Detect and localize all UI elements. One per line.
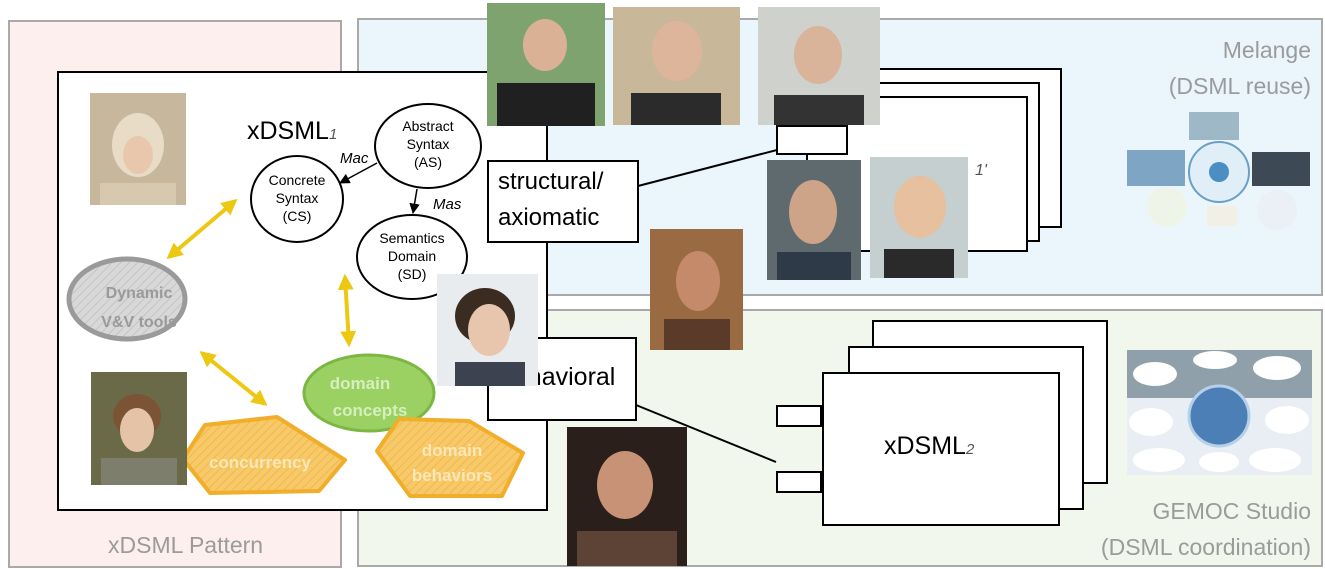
- person-photo-3: [437, 274, 538, 386]
- semantics-domain-label-3: (SD): [398, 266, 427, 282]
- domain-concepts-label-1: domain: [330, 374, 390, 393]
- person-photo-2: [91, 372, 187, 485]
- concurrency-label: concurrency: [209, 453, 312, 472]
- gemoc-studio-collage-icon: [1127, 350, 1312, 475]
- abstract-syntax-label-1: Abstract: [402, 118, 453, 134]
- melange-region-label-2: (DSML reuse): [1168, 73, 1311, 99]
- domain-concepts-label-2: concepts: [333, 401, 408, 420]
- domain-behaviors-node: [375, 417, 525, 498]
- mas-label: Mas: [433, 196, 462, 213]
- person-photo-6: [758, 7, 880, 125]
- concrete-syntax-label-2: Syntax: [276, 190, 319, 206]
- person-photo-8: [870, 157, 968, 278]
- structural-axiomatic-callout: [487, 160, 639, 243]
- concrete-syntax-label-1: Concrete: [269, 172, 326, 188]
- melange-region-label-1: Melange: [1222, 37, 1311, 63]
- concrete-syntax-label-3: (CS): [283, 208, 312, 224]
- mas-arrow: [409, 188, 420, 215]
- yellow-arrow-cs-tools: [166, 198, 238, 260]
- person-photo-4: [487, 3, 605, 126]
- yellow-arrow-tools-concurrency: [199, 350, 268, 407]
- semantics-domain-label-2: Domain: [388, 248, 436, 264]
- mac-arrow: [339, 162, 378, 184]
- yellow-arrow-sd-concepts: [337, 273, 357, 348]
- pattern-title: xDSML1: [247, 117, 337, 145]
- abstract-syntax-node: [374, 103, 482, 189]
- abstract-syntax-label-2: Syntax: [407, 136, 450, 152]
- melange-port: [776, 125, 848, 155]
- pattern-region-label: xDSML Pattern: [108, 532, 264, 558]
- melange-stack-subscript: 1': [975, 162, 987, 179]
- concrete-syntax-node: [250, 155, 344, 243]
- person-photo-1: [90, 93, 186, 205]
- dynamic-tools-node: [66, 256, 188, 342]
- xdsml-pattern-diagram: xDSML1 Abstract Syntax (AS) Concrete Syn…: [66, 103, 525, 498]
- mac-label: Mac: [340, 150, 369, 167]
- axiomatic-label: axiomatic: [498, 204, 600, 231]
- gemoc-port-top: [776, 405, 822, 427]
- gemoc-port-bottom: [776, 471, 822, 493]
- pattern-title-subscript: 1: [329, 126, 337, 143]
- dynamic-tools-label-2: V&V tools: [101, 314, 177, 331]
- person-photo-7: [767, 160, 861, 280]
- gemoc-region-label-2: (DSML coordination): [1100, 534, 1311, 560]
- dynamic-tools-label-1: Dynamic: [106, 285, 173, 302]
- abstract-syntax-label-3: (AS): [414, 154, 442, 170]
- network-collage-icon: [1127, 112, 1312, 232]
- person-photo-10: [567, 427, 687, 566]
- gemoc-xdsml-subscript: 2: [965, 441, 975, 458]
- gemoc-region-label-1: GEMOC Studio: [1152, 498, 1312, 524]
- gemoc-stack-front: [822, 372, 1060, 526]
- gemoc-xdsml-title: xDSML2: [884, 432, 975, 460]
- semantics-domain-label-1: Semantics: [379, 230, 444, 246]
- domain-concepts-node: [302, 353, 436, 433]
- domain-behaviors-label-1: domain: [422, 441, 482, 460]
- structural-label: structural/: [498, 168, 604, 195]
- domain-behaviors-label-2: behaviors: [412, 466, 492, 485]
- person-photo-9: [650, 229, 743, 350]
- person-photo-5: [613, 7, 740, 125]
